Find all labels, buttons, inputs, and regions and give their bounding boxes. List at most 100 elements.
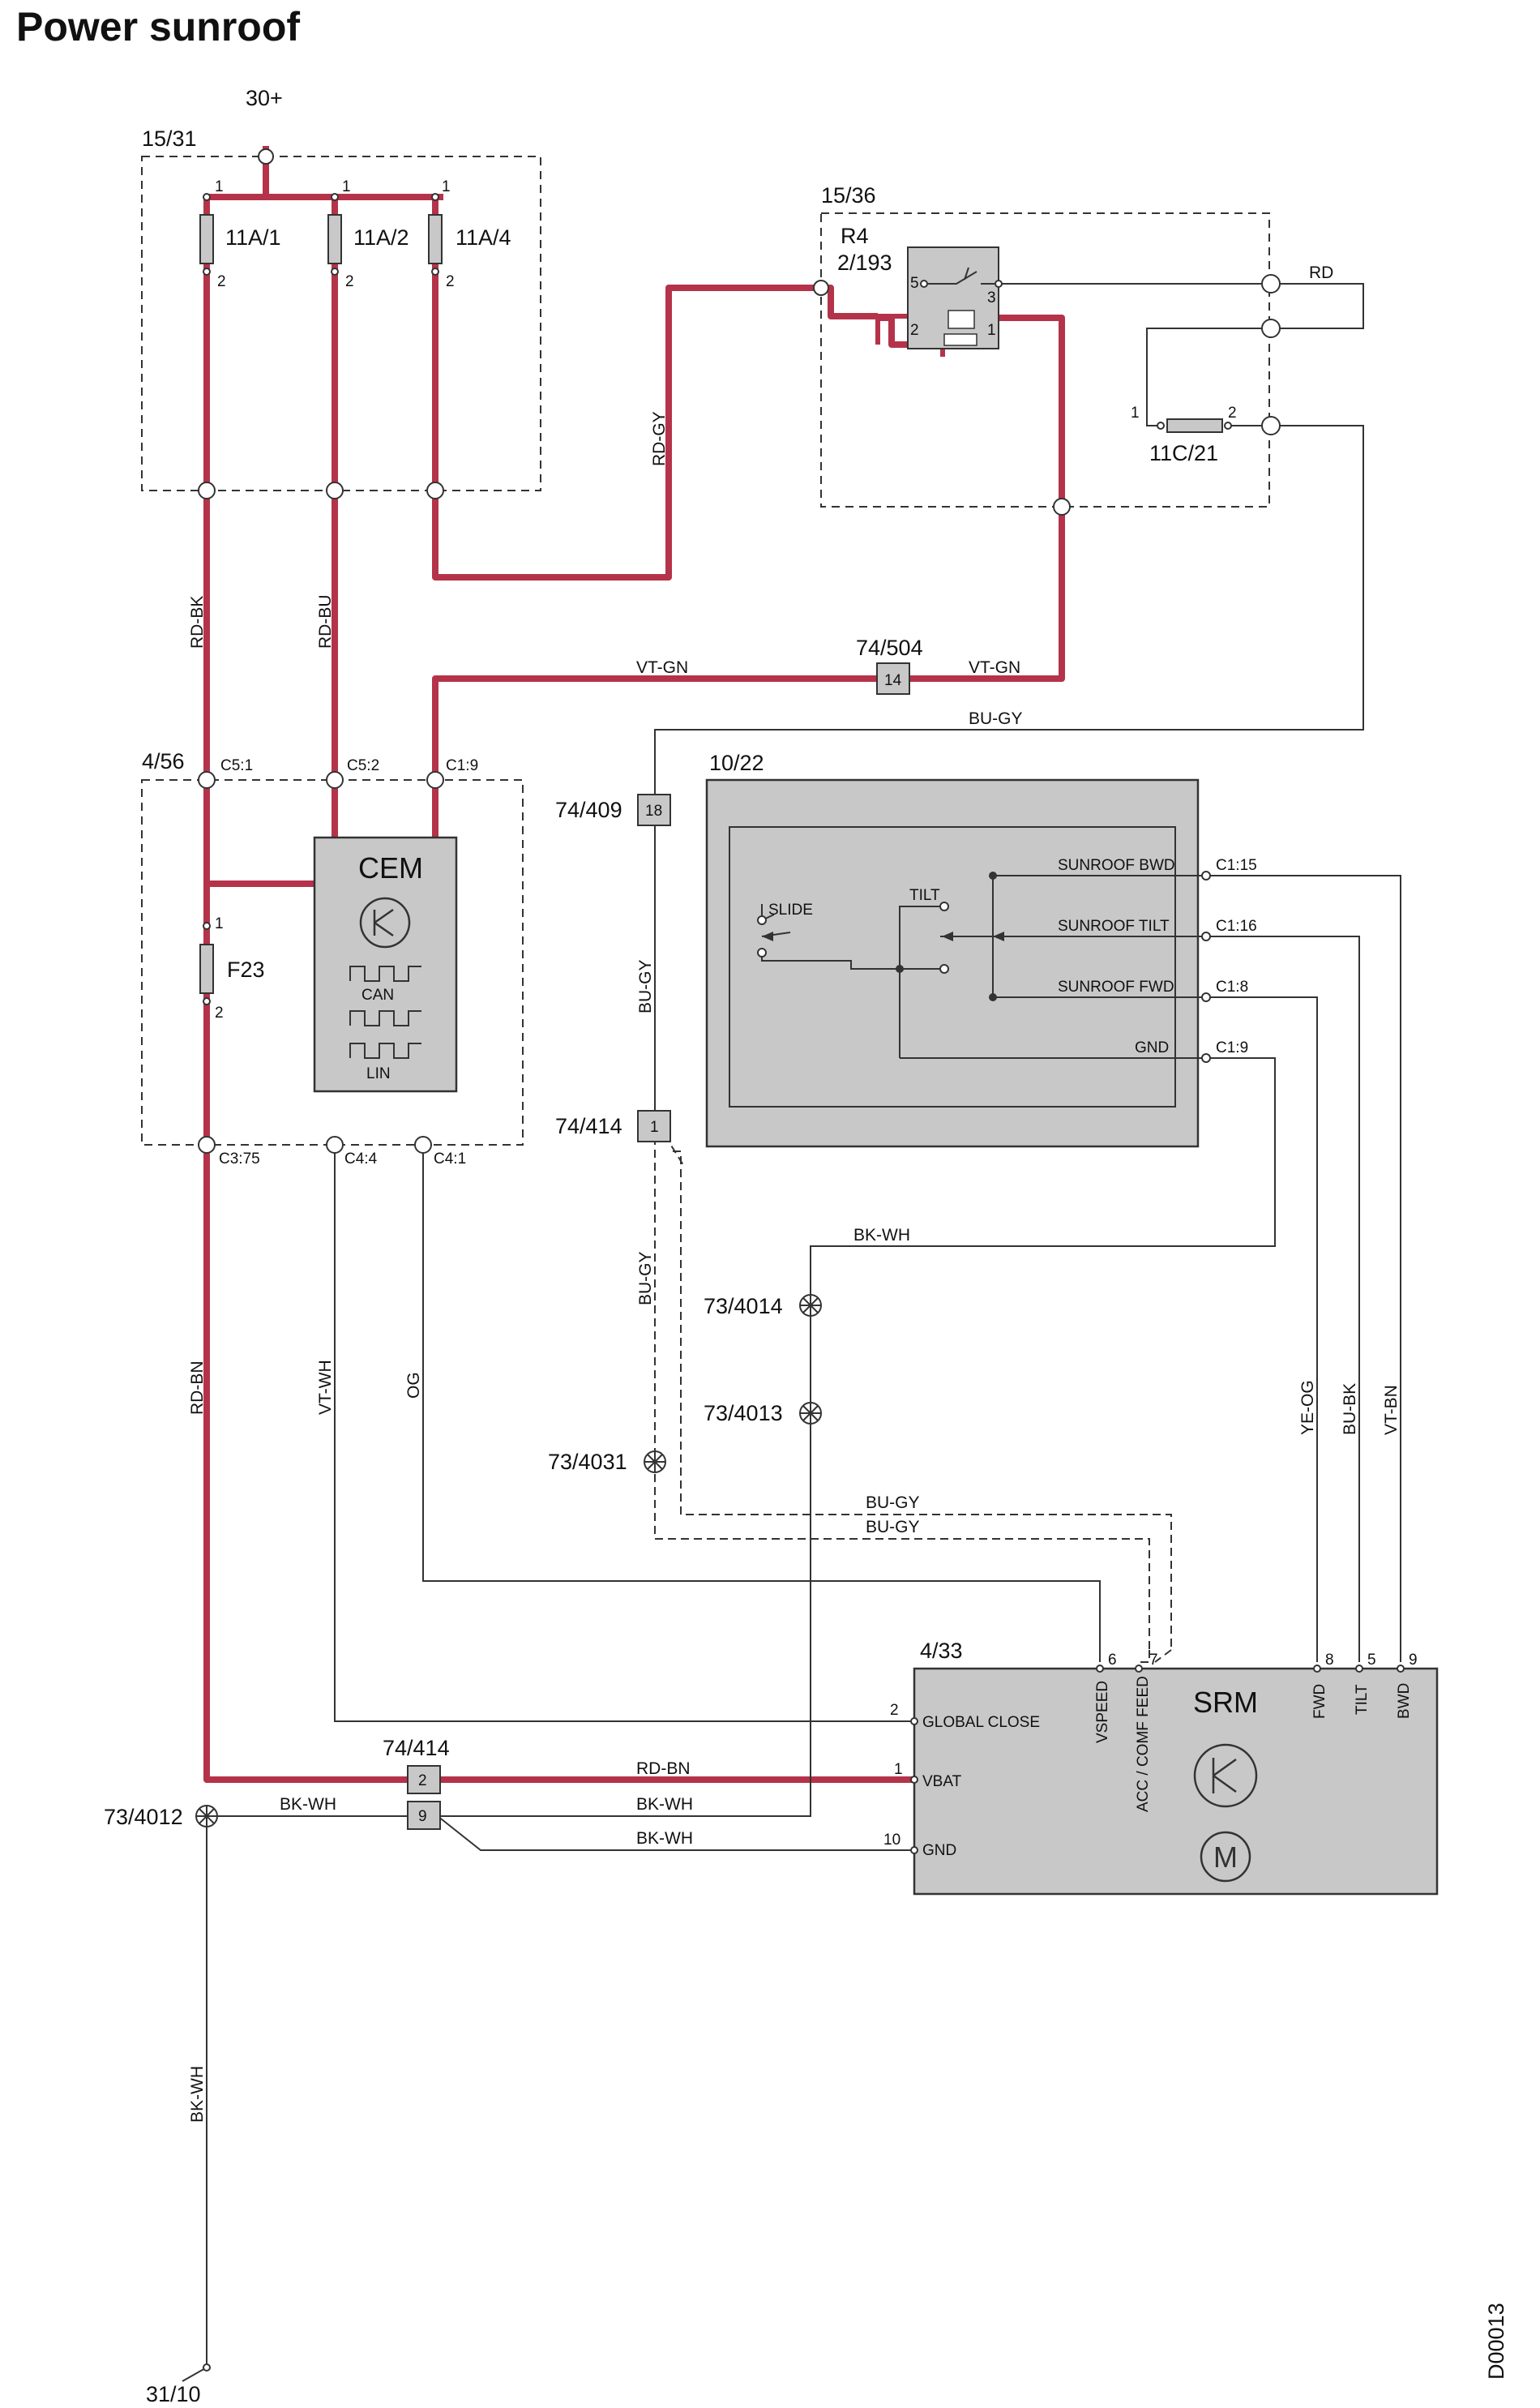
pin-dot (203, 997, 211, 1005)
wire-rd-gy (432, 276, 878, 581)
node-fusebox-2 (326, 482, 344, 499)
node-c51 (198, 771, 216, 789)
switch-pin-c116: C1:16 (1216, 918, 1257, 935)
connector-74-409-id: 74/409 (555, 798, 622, 822)
connector-74-414-a-id: 74/414 (555, 1114, 622, 1138)
gnd-label: GND (1135, 1039, 1169, 1056)
pin-dot (1096, 1665, 1104, 1673)
pin-dot (203, 922, 211, 930)
connector-74-414-b-pin9: 9 (418, 1808, 427, 1825)
ground-switch (182, 2367, 207, 2382)
fuse2-label: 11A/2 (353, 225, 409, 250)
srm-pin6-num: 6 (1108, 1652, 1117, 1669)
srm-module (913, 1667, 1439, 1896)
pin-dot (1313, 1665, 1321, 1673)
tilt-label: TILT (909, 887, 940, 904)
connector-74-504-pin: 14 (884, 672, 902, 689)
wire-bk-wh-h3-label: BK-WH (280, 1795, 336, 1814)
relay-ref: 2/193 (837, 251, 892, 275)
splice-4012-icon (195, 1805, 218, 1827)
connector-74-414-b-pin9 (407, 1801, 441, 1830)
vbat-label: VBAT (922, 1773, 962, 1790)
fuse-11c21-pin2: 2 (1228, 405, 1237, 422)
transistor-symbol (373, 908, 394, 937)
fuse-f23 (199, 944, 214, 994)
fuse3-pin2: 2 (446, 273, 455, 290)
pin-dot (920, 280, 928, 288)
connector-74-414-a (637, 1110, 671, 1142)
cem-module (313, 836, 458, 1093)
slide-label: SLIDE (768, 902, 813, 919)
cem-c44: C4:4 (344, 1150, 378, 1168)
wire-bu-gy-top-label: BU-GY (969, 709, 1023, 728)
srm-pin10-num: 10 (883, 1832, 900, 1849)
tilt-srm-label: TILT (1354, 1684, 1371, 1715)
f23-label: F23 (227, 958, 265, 982)
can-signal-icon (349, 1010, 421, 1026)
srm-transistor-symbol (1212, 1758, 1237, 1793)
junction-dot (989, 993, 997, 1001)
pin-dot (431, 268, 439, 276)
node-relay-3 (1261, 274, 1281, 294)
can-label: CAN (361, 987, 394, 1004)
fuse-11c21 (1166, 418, 1223, 433)
fuse1-pin2: 2 (217, 273, 226, 290)
wire-vt-bn-label: VT-BN (1382, 1385, 1401, 1435)
srm-pin5-num: 5 (1367, 1652, 1376, 1669)
pin-dot (331, 268, 339, 276)
wire-vt-bn (1206, 875, 1401, 1662)
splice-4014-label: 73/4014 (704, 1294, 783, 1318)
motor-icon (1200, 1831, 1251, 1883)
node-30 (258, 148, 274, 165)
pin-dot (1157, 422, 1165, 430)
connector-74-504-id: 74/504 (856, 636, 923, 660)
fuse2-pin2: 2 (345, 273, 354, 290)
wire-vt-gn-label-1: VT-GN (636, 658, 688, 677)
relay-pin5: 5 (910, 275, 919, 292)
wire-11c21 (1146, 328, 1271, 426)
node-relay-in (813, 280, 829, 296)
wire-bu-gy-dash1 (654, 1137, 1150, 1650)
pin-dot (910, 1776, 918, 1784)
acc-comf-feed-label: ACC / COMF FEED (1135, 1676, 1152, 1812)
wire-rd-label: RD (1309, 264, 1333, 282)
ground-dot (203, 2363, 211, 2372)
relay-coil-icon (948, 310, 975, 329)
f23-pin1: 1 (215, 915, 224, 932)
node-c52 (326, 771, 344, 789)
srm-module-label: SRM (1193, 1686, 1258, 1719)
relay-pin1: 1 (987, 322, 996, 339)
srm-transistor-icon (1193, 1743, 1258, 1808)
connector-74-504 (876, 662, 910, 695)
fuse1-label: 11A/1 (225, 225, 281, 250)
wire-ye-og-label: YE-OG (1298, 1380, 1317, 1435)
node-relay-out (1053, 498, 1071, 516)
relay-r4 (907, 246, 999, 349)
bwd-label: BWD (1396, 1683, 1413, 1719)
pin-c116 (1201, 932, 1211, 941)
node-relay-fuse (1261, 416, 1281, 435)
splice-4013-icon (799, 1402, 822, 1425)
wire-bu-gy-dash2 (673, 1150, 1172, 1650)
wire-bu-gy-low-label: BU-GY (636, 1251, 655, 1305)
connector-74-409 (637, 794, 671, 826)
pin-dot (939, 964, 949, 974)
cem-c375: C3:75 (219, 1150, 260, 1168)
cem-box (141, 779, 524, 1146)
connector-74-414-a-pin: 1 (650, 1119, 659, 1136)
wire-bk-wh-v-label: BK-WH (188, 2066, 207, 2123)
node-fusebox-3 (426, 482, 444, 499)
sunroof-bwd-label: SUNROOF BWD (1058, 857, 1175, 874)
wire-vt-wh (334, 1145, 914, 1722)
relay-box (820, 212, 1270, 508)
srm-pin9-num: 9 (1409, 1652, 1418, 1669)
lin-signal-icon (349, 1043, 421, 1059)
fuse-11c21-label: 11C/21 (1149, 441, 1218, 465)
cem-module-label: CEM (358, 851, 423, 885)
fuse-11a4 (428, 214, 443, 264)
splice-4014-icon (799, 1294, 822, 1317)
pin-dot (1397, 1665, 1405, 1673)
fwd-label: FWD (1311, 1684, 1328, 1719)
relay-diode-icon (943, 333, 977, 346)
